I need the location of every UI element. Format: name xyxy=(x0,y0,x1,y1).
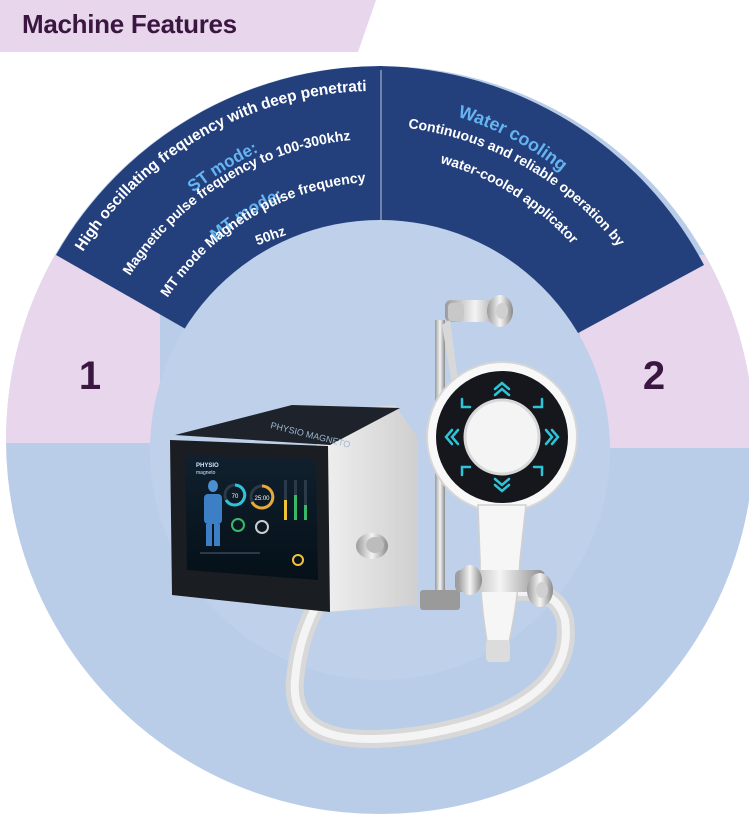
page-title: Machine Features xyxy=(22,9,237,39)
screen-level: 70 xyxy=(232,494,239,500)
feature-number-2: 2 xyxy=(643,354,665,398)
header-banner xyxy=(0,0,376,52)
screen-brand: PHYSIO xyxy=(196,463,219,469)
screen-timer: 25:00 xyxy=(254,496,270,502)
screen-sub: magneto xyxy=(196,470,216,476)
device-illustration: PHYSIO MAGNETO PHYSIO magneto 70 25:00 xyxy=(170,295,578,748)
feature-number-1: 1 xyxy=(79,354,101,398)
